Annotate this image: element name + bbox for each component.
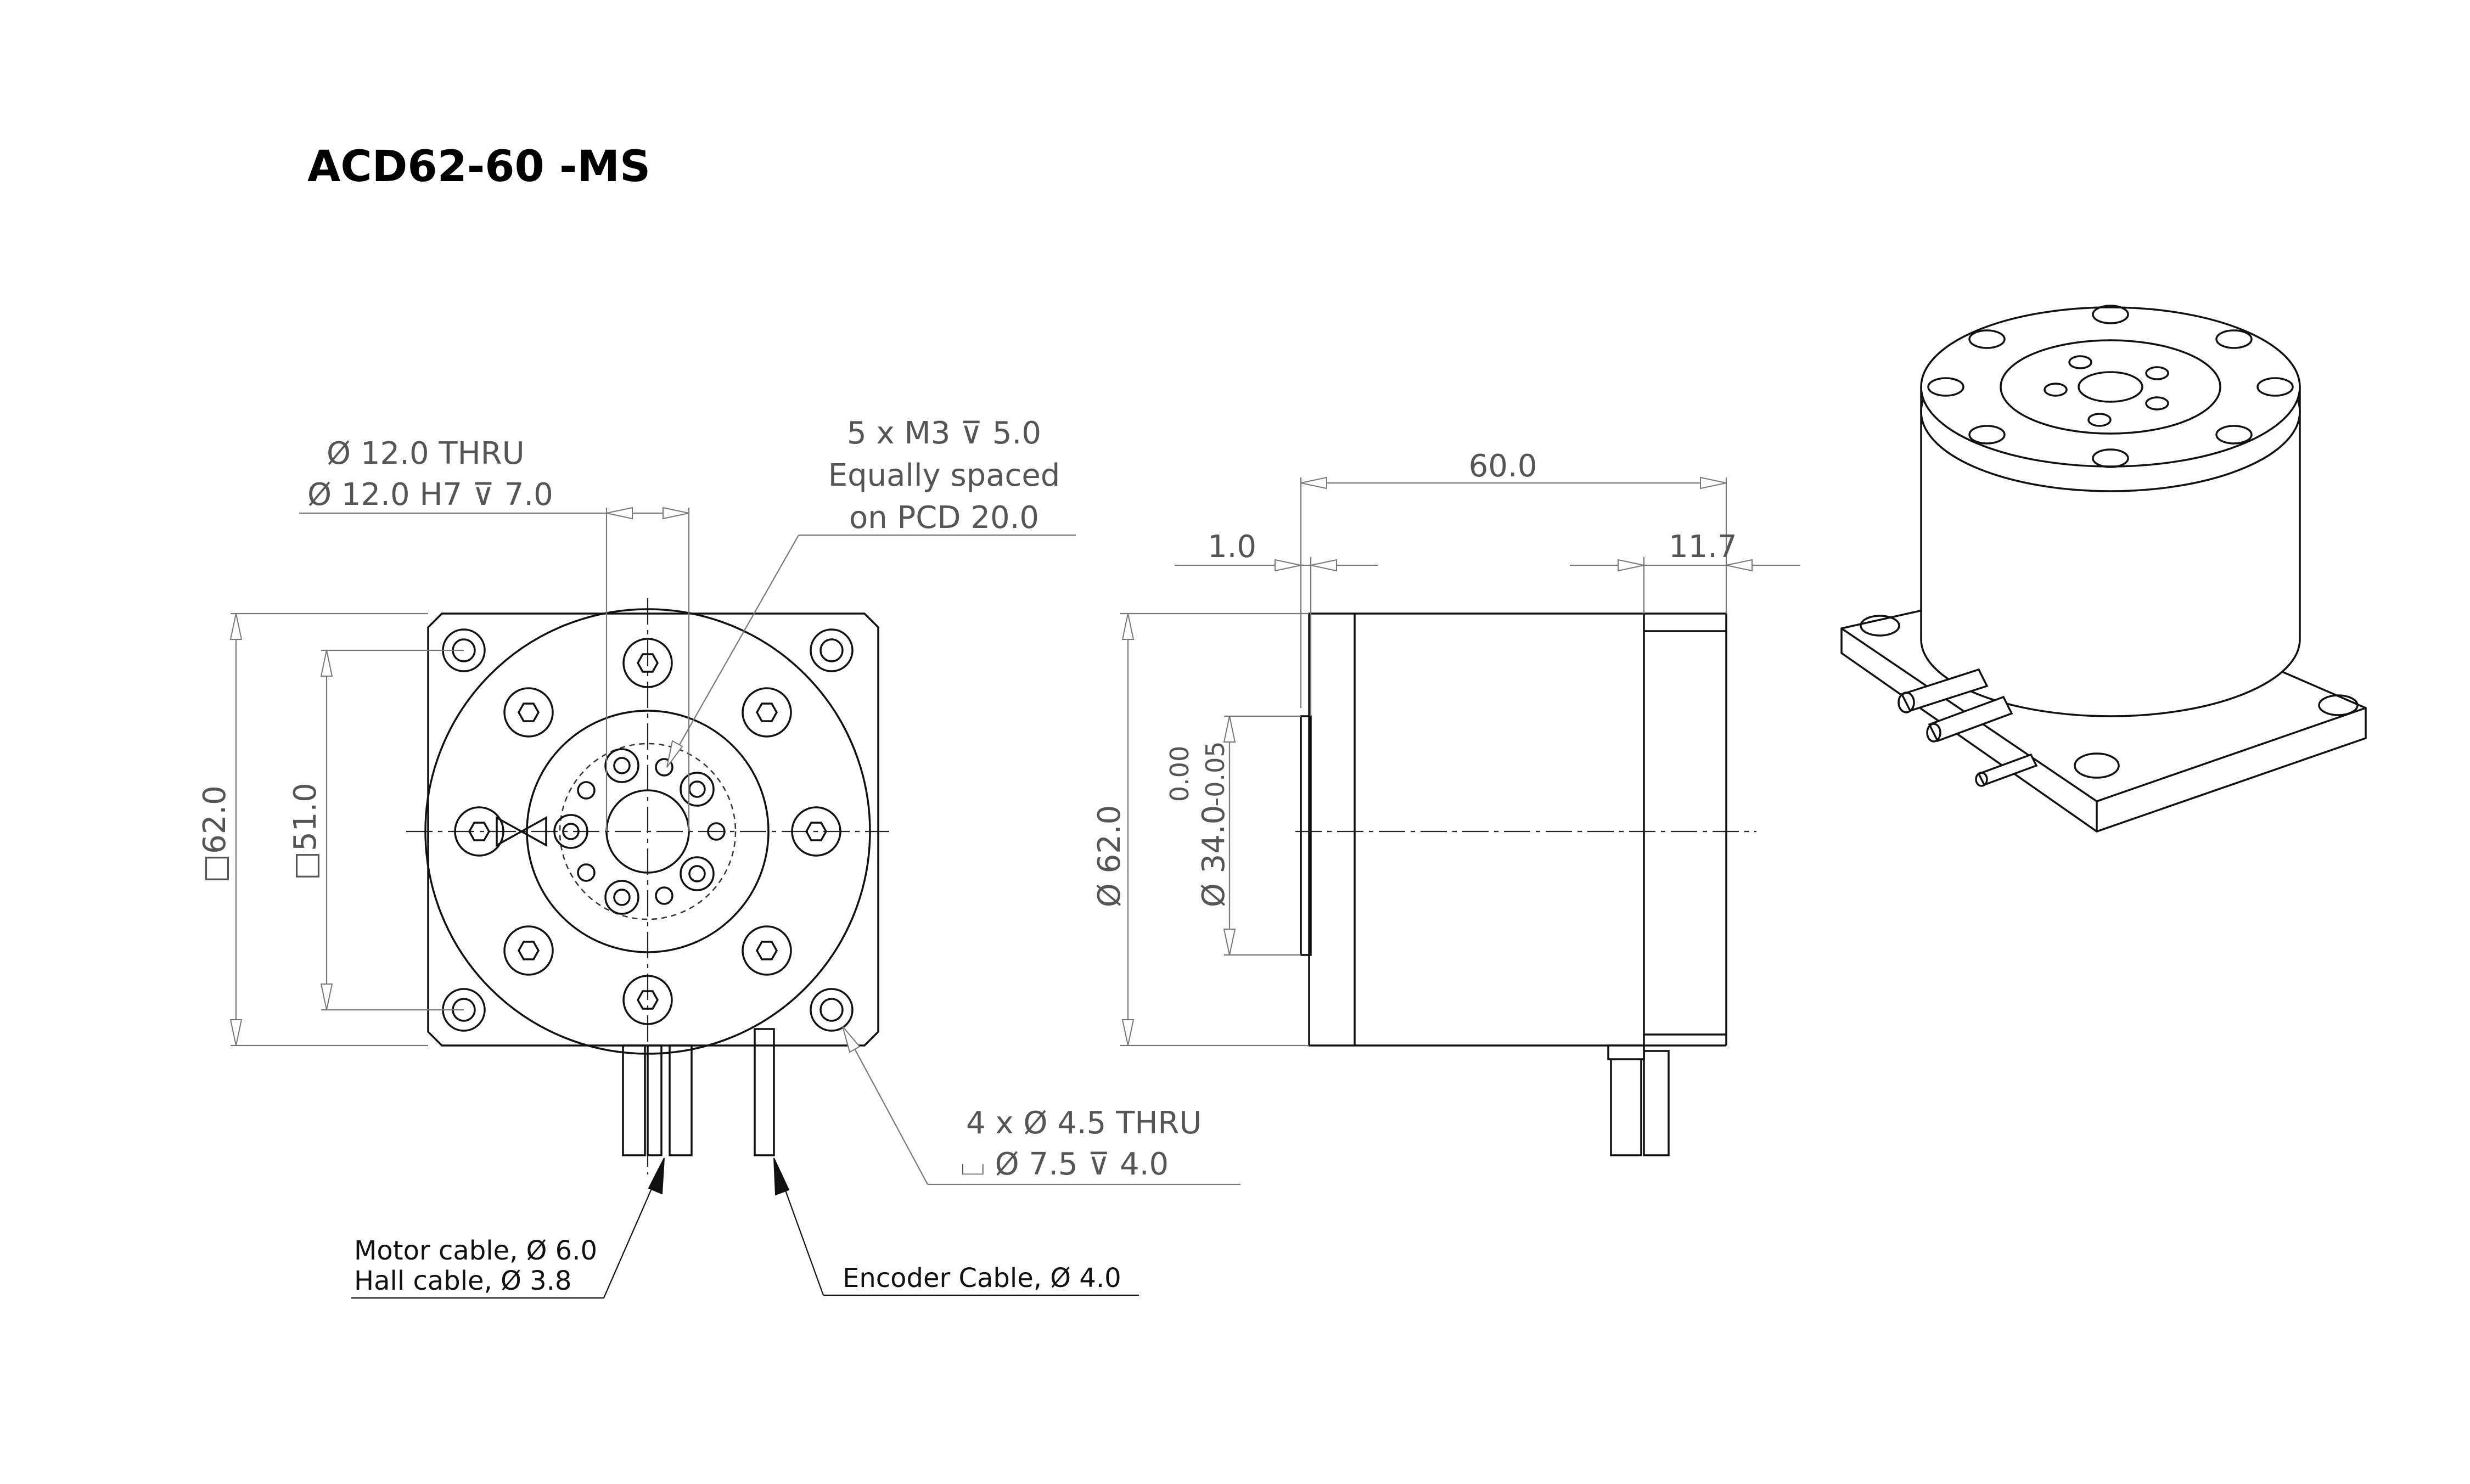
motor-body	[1308, 612, 1645, 1047]
iso-cylinder-body	[1920, 412, 2301, 717]
dim-rear-length: 11.7	[1669, 529, 1737, 565]
thread-callout-2: Equally spaced	[828, 458, 1060, 493]
pilot-tol-lower: -0.05	[1200, 741, 1230, 806]
iso-top-screws	[1927, 305, 2294, 468]
isometric-view	[1840, 305, 2367, 833]
thread-callout-3: on PCD 20.0	[849, 500, 1039, 536]
housing-screws	[454, 638, 841, 1025]
thread-callout-1: 5 x M3 ⊽ 5.0	[847, 415, 1041, 451]
dim-length-60: 60.0	[1469, 448, 1537, 484]
bore-callout-2: Ø 12.0 H7 ⊽ 7.0	[307, 477, 553, 513]
iso-cables	[1898, 668, 2038, 787]
pilot-tol-upper: 0.00	[1165, 746, 1194, 802]
pilot-shoulder	[1300, 715, 1312, 956]
side-cable-stub-2	[1643, 1050, 1670, 1156]
side-view: 60.0 1.0 11.7 Ø 62.0 Ø 34.0 0.00 -0.05	[1092, 448, 1800, 1156]
pcd-circle	[559, 743, 737, 920]
dim-square-62: □62.0	[197, 785, 233, 883]
bore-callout-1: Ø 12.0 THRU	[327, 436, 525, 471]
dim-square-51: □51.0	[288, 783, 323, 880]
cable-stubs	[622, 1028, 775, 1156]
m3-threaded-holes	[577, 758, 726, 905]
dim-pilot-diameter: Ø 34.0	[1196, 805, 1232, 908]
mount-hole-callout-1: 4 x Ø 4.5 THRU	[966, 1105, 1202, 1141]
dim-pilot-depth: 1.0	[1208, 529, 1256, 565]
index-mark	[496, 816, 547, 847]
drawing-title: ACD62-60 -MS	[307, 142, 650, 192]
mount-hole-callout-2: ⌴ Ø 7.5 ⊽ 4.0	[961, 1146, 1169, 1182]
square-flange-outline	[427, 612, 879, 1047]
dim-body-diameter: Ø 62.0	[1092, 805, 1127, 908]
hall-cable-label: Hall cable, Ø 3.8	[354, 1266, 571, 1296]
side-cable-stub-1	[1610, 1050, 1642, 1156]
encoder-cable-label: Encoder Cable, Ø 4.0	[843, 1263, 1121, 1294]
front-view: □62.0 □51.0 Ø 12.0 THRU Ø 12.0 H7 ⊽ 7.0 …	[197, 415, 1240, 1299]
motor-cable-label: Motor cable, Ø 6.0	[354, 1235, 597, 1266]
